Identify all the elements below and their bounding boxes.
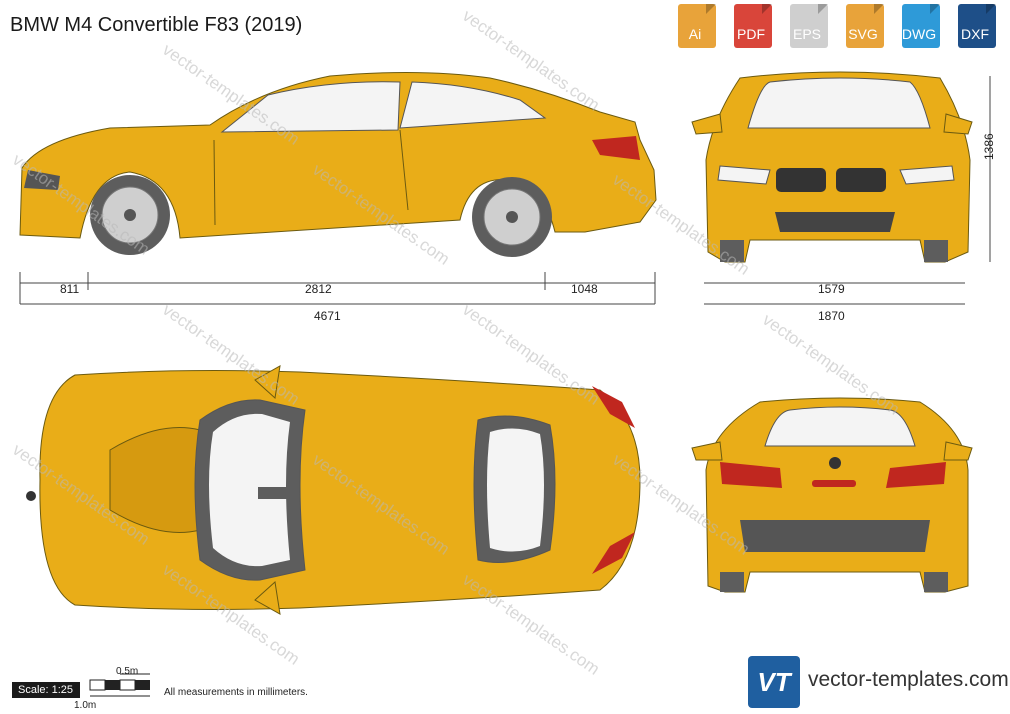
front-view [691,71,973,263]
brand-url-link[interactable]: vector-templates.com [808,668,1009,691]
svg-file-icon[interactable]: SVG [838,4,888,50]
dim-track: 1579 [818,282,845,296]
dxf-file-icon[interactable]: DXF [950,4,1000,50]
dim-wheelbase: 2812 [305,282,332,296]
scale-bar [89,673,150,697]
dim-rear-overhang: 1048 [571,282,598,296]
top-view [26,365,641,615]
vt-logo[interactable]: VT [748,656,800,708]
ai-file-icon[interactable]: Ai [670,4,720,50]
dwg-file-icon[interactable]: DWG [894,4,944,50]
page-title: BMW M4 Convertible F83 (2019) [10,14,303,36]
dimension-lines [19,76,991,305]
format-download-bar: Ai PDF EPS SVG DWG DXF [670,4,1000,50]
side-view [19,71,657,257]
pdf-file-icon[interactable]: PDF [726,4,776,50]
dim-length: 4671 [314,309,341,323]
scale-label: Scale: 1:25 [12,682,80,698]
dim-width: 1870 [818,309,845,323]
dim-height: 1386 [982,133,996,160]
scale-one-meter: 1.0m [74,700,97,711]
scale-half-meter: 0.5m [116,666,139,677]
measurement-note: All measurements in millimeters. [164,687,308,698]
rear-view [691,397,973,593]
eps-file-icon[interactable]: EPS [782,4,832,50]
dim-front-overhang: 811 [60,282,80,296]
